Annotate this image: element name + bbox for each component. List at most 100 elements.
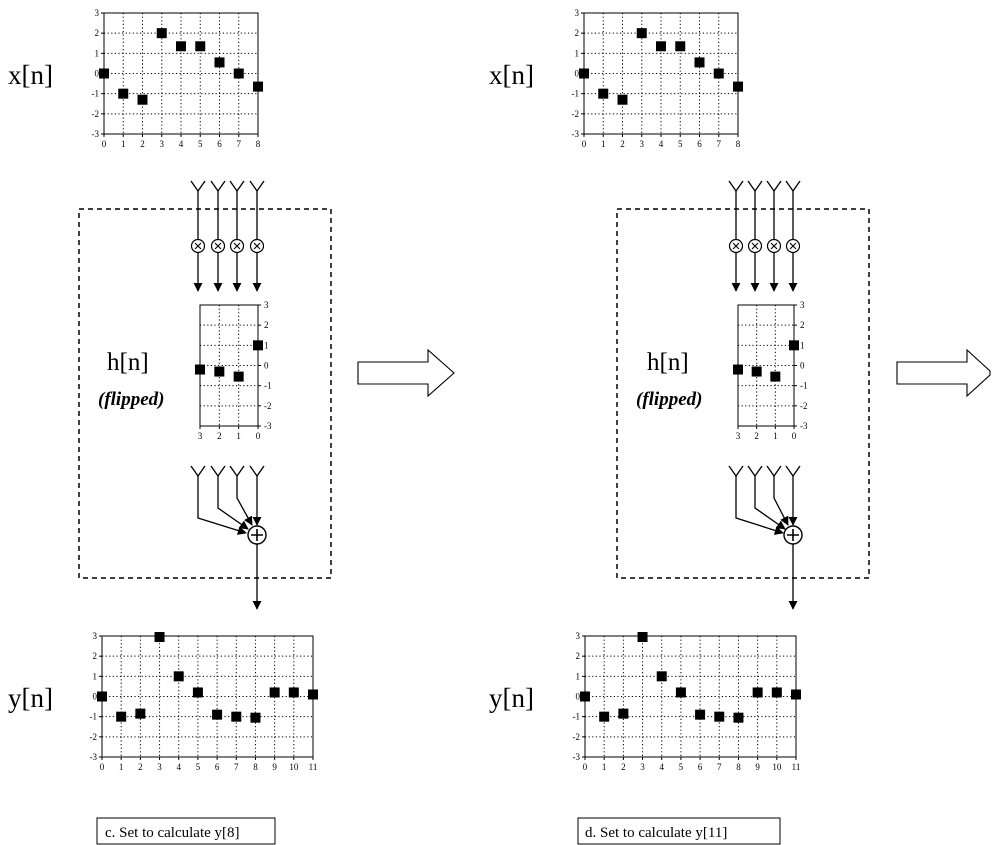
x-tick-label: 4 (659, 762, 664, 772)
y-tick-label: 1 (575, 48, 580, 58)
data-point (675, 687, 686, 698)
y-tick-label: -2 (92, 109, 100, 119)
x-tick-label: 8 (253, 762, 258, 772)
y-tick-label: -2 (572, 109, 580, 119)
plot-grid (738, 305, 794, 426)
y-tick-label: 0 (800, 361, 805, 371)
data-point (580, 691, 590, 702)
data-point (233, 68, 244, 79)
y-tick-label: 1 (95, 48, 100, 58)
y-tick-label: 3 (264, 300, 269, 310)
tap-3 (249, 180, 265, 292)
data-point (637, 632, 648, 643)
tap-0 (728, 180, 744, 292)
x-tick-label: 6 (698, 762, 703, 772)
data-point (250, 712, 261, 723)
y-tick-label: 1 (800, 340, 805, 350)
x-tick-label: 7 (717, 139, 722, 149)
y-tick-label: 0 (93, 692, 98, 702)
data-point (156, 28, 167, 39)
y-tick-label: -2 (800, 401, 808, 411)
tap-1 (210, 180, 226, 292)
data-point (97, 691, 107, 702)
data-point (308, 689, 318, 700)
y-tick-label: -2 (573, 732, 581, 742)
x-tick-label: 11 (309, 762, 318, 772)
y-tick-label: 1 (93, 671, 98, 681)
x-tick-label: 9 (755, 762, 760, 772)
y-tick-label: 0 (264, 361, 269, 371)
data-point (135, 708, 146, 719)
hollow-right-arrow-icon (896, 348, 991, 398)
data-point (212, 709, 223, 720)
data-point (99, 68, 109, 79)
x-tick-label: 4 (659, 139, 664, 149)
x-tick-label: 1 (236, 431, 241, 441)
x-signal-label: x[n] (8, 60, 53, 90)
y-tick-label: -1 (800, 381, 808, 391)
caption-box (96, 817, 276, 845)
y-tick-label: 0 (576, 692, 581, 702)
tap-1 (747, 180, 763, 292)
y-tick-label: -1 (92, 89, 100, 99)
x-tick-label: 0 (582, 139, 587, 149)
data-point (233, 371, 244, 382)
x-tick-label: 5 (196, 762, 201, 772)
plot-grid (584, 13, 738, 134)
plot-grid (200, 305, 258, 426)
x-tick-label: 2 (620, 139, 625, 149)
h-signal-label: h[n] (107, 349, 149, 376)
plot-grid (102, 636, 313, 757)
data-point (288, 687, 299, 698)
system-box (78, 208, 332, 579)
panel-caption: d. Set to calculate y[11] (585, 825, 727, 841)
data-point (195, 41, 206, 52)
tap-2 (766, 180, 782, 292)
data-point (176, 41, 186, 52)
flipped-note: (flipped) (636, 389, 702, 410)
multiplier-taps (728, 180, 801, 292)
data-point (771, 687, 782, 698)
x-tick-label: 3 (157, 762, 162, 772)
flipped-note: (flipped) (98, 389, 164, 410)
data-point (116, 711, 127, 722)
summing-taps (190, 465, 267, 610)
data-point (137, 94, 148, 105)
x-tick-label: 6 (697, 139, 702, 149)
x-tick-label: 1 (773, 431, 778, 441)
tap-3 (785, 180, 801, 292)
y-tick-label: -1 (572, 89, 580, 99)
x-tick-label: 6 (215, 762, 220, 772)
y-tick-label: 0 (95, 69, 100, 79)
y-tick-label: 2 (576, 651, 581, 661)
data-point (253, 81, 263, 92)
x-tick-label: 0 (792, 431, 797, 441)
x-tick-label: 3 (736, 431, 741, 441)
data-point (752, 687, 763, 698)
x-tick-label: 2 (754, 431, 759, 441)
data-point (214, 57, 225, 68)
data-point (192, 687, 203, 698)
data-point (751, 366, 762, 377)
x-tick-label: 8 (736, 139, 741, 149)
data-point (214, 366, 225, 377)
data-point (636, 28, 647, 39)
x-tick-label: 0 (102, 139, 107, 149)
y-tick-label: 2 (800, 320, 805, 330)
y-tick-label: -1 (264, 381, 272, 391)
x-tick-label: 1 (121, 139, 126, 149)
data-point (656, 671, 667, 682)
data-point (617, 94, 628, 105)
x-tick-label: 9 (272, 762, 277, 772)
data-point (733, 712, 744, 723)
x-tick-label: 0 (583, 762, 588, 772)
x-tick-label: 8 (256, 139, 261, 149)
data-point (118, 88, 129, 99)
caption-box (577, 817, 781, 845)
data-point (791, 689, 801, 700)
